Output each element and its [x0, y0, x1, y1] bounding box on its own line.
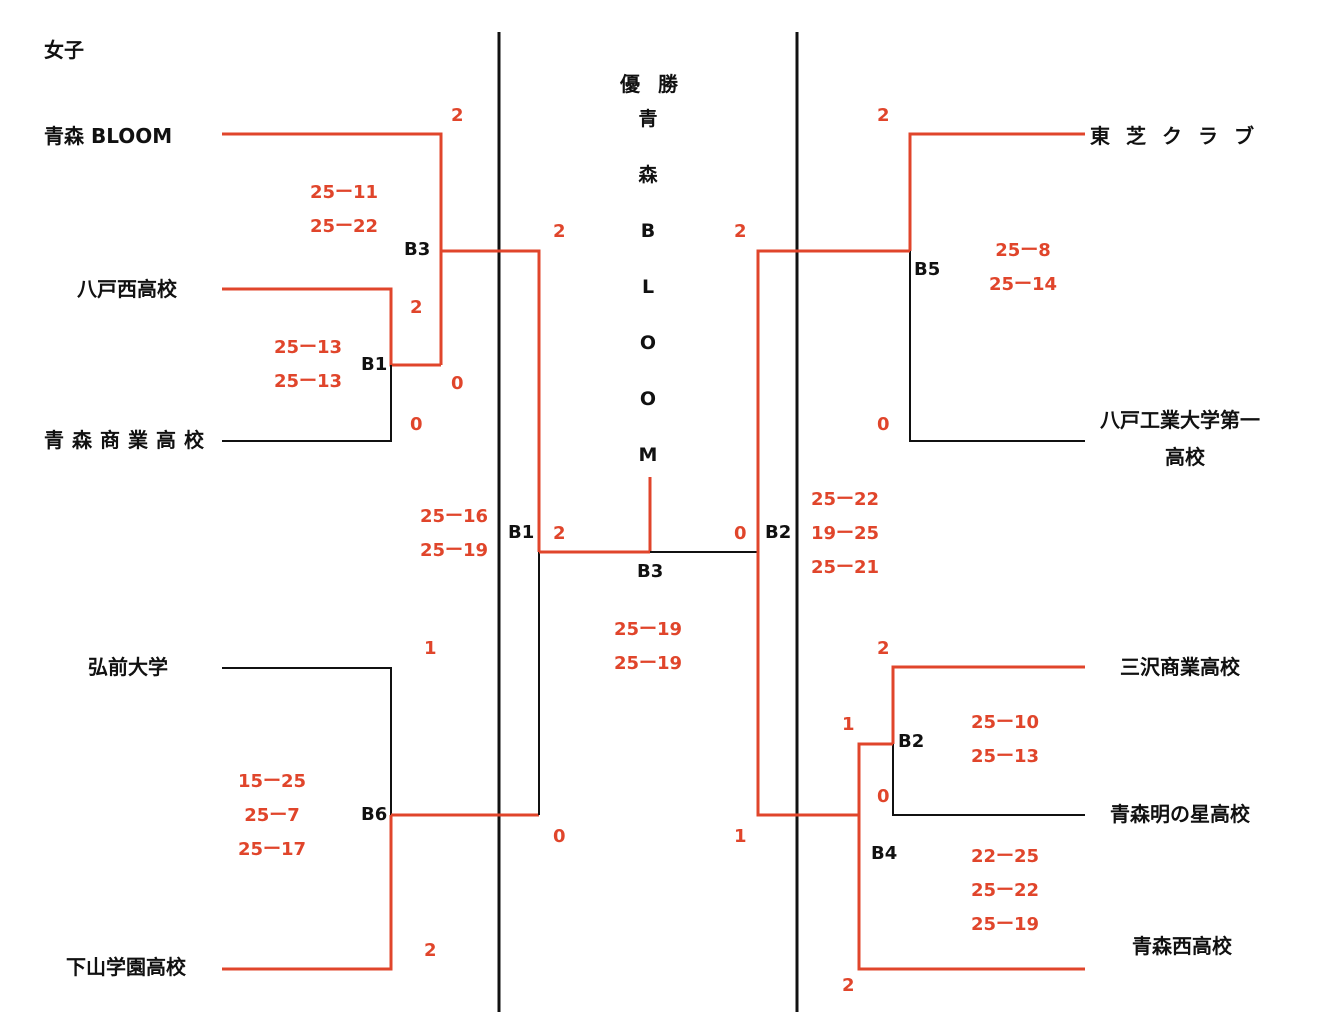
set-wins: 0 [553, 826, 566, 847]
hachinohe-kogyo-path [909, 251, 1085, 442]
set-wins: 2 [410, 297, 423, 318]
team-aomori-bloom: 青森 BLOOM [44, 124, 173, 148]
hachinohe-nishi-path [222, 287, 441, 367]
aomori-nishi-path [857, 815, 1085, 971]
champion-char: M [638, 444, 658, 466]
left-bottom-lines [222, 552, 540, 971]
misawa-path [891, 665, 1085, 744]
set-score: 25ー19 [419, 540, 489, 561]
champion-char: O [639, 332, 657, 354]
team-shimoyama-gakuen: 下山学園高校 [66, 955, 186, 979]
champion-char: B [640, 220, 656, 242]
team-misawa-shogyo: 三沢商業高校 [1120, 655, 1240, 679]
champion-char: L [641, 276, 655, 298]
aomori-shogyo-path [222, 365, 392, 442]
court-label: B1 [361, 354, 388, 375]
set-wins: 1 [842, 714, 855, 735]
final-lines [539, 477, 758, 554]
set-scores-bloom-hachinohe: 25ー11 25ー22 [300, 176, 388, 244]
court-label: B3 [637, 561, 664, 582]
left-top-lines [222, 132, 541, 552]
set-wins: 2 [451, 105, 464, 126]
set-scores-hirosaki-shimoyama: 15ー25 25ー7 25ー17 [228, 765, 316, 867]
set-scores-misawa-myonohoshi: 25ー10 25ー13 [961, 706, 1049, 774]
set-score: 25ー8 [995, 240, 1051, 261]
champion-char: 青 [638, 108, 658, 130]
r-to-sf [756, 552, 859, 817]
b2-winner-path [857, 742, 893, 815]
set-score: 25ー22 [970, 880, 1040, 901]
set-wins: 2 [553, 523, 566, 544]
set-scores-r2-aomori-nishi: 22ー25 25ー22 25ー19 [961, 840, 1049, 942]
team-aomori-myonohoshi: 青森明の星高校 [1110, 802, 1250, 826]
court-label: B2 [898, 731, 925, 752]
team-aomori-nishi: 青森西高校 [1132, 934, 1232, 958]
bloom-to-sf [441, 249, 541, 552]
toshiba-to-sf [756, 249, 910, 552]
set-score: 25ー14 [988, 274, 1058, 295]
court-label: B2 [765, 522, 792, 543]
set-wins: 0 [410, 414, 423, 435]
set-wins: 2 [877, 638, 890, 659]
set-wins: 2 [734, 221, 747, 242]
set-score: 25ー11 [309, 182, 379, 203]
set-score: 25ー19 [613, 653, 683, 674]
champion-char: O [639, 388, 657, 410]
shimoyama-path [222, 815, 393, 971]
page-title: 女子 [44, 38, 84, 62]
bloom-path [222, 132, 443, 251]
champion-name: 青 森 B L O O M [628, 110, 668, 502]
set-score: 25ー10 [970, 712, 1040, 733]
champion-char: 森 [638, 164, 658, 186]
set-wins: 2 [877, 105, 890, 126]
team-hachinohe-kogyo-line2: 高校 [1165, 445, 1205, 469]
right-top-lines [756, 132, 1085, 552]
set-score: 25ー17 [237, 839, 307, 860]
set-scores-sf-right: 25ー22 19ー25 25ー21 [801, 483, 889, 585]
set-wins: 2 [553, 221, 566, 242]
set-score: 25ー16 [419, 506, 489, 527]
court-label: B1 [508, 522, 535, 543]
team-aomori-shogyo: 青森商業高校 [44, 428, 212, 452]
set-wins: 2 [842, 975, 855, 996]
court-label: B4 [871, 843, 898, 864]
court-label: B5 [914, 259, 941, 280]
set-scores-final: 25ー19 25ー19 [604, 613, 692, 681]
set-score: 25ー21 [810, 557, 880, 578]
set-scores-sf-left: 25ー16 25ー19 [410, 500, 498, 568]
set-score: 25ー13 [273, 337, 343, 358]
set-wins: 0 [734, 523, 747, 544]
set-wins: 0 [451, 373, 464, 394]
hirosaki-path [222, 667, 392, 815]
right-bottom-lines [756, 552, 1085, 971]
set-score: 25ー22 [309, 216, 379, 237]
set-score: 25ー13 [273, 371, 343, 392]
set-score: 19ー25 [810, 523, 880, 544]
set-wins: 2 [424, 940, 437, 961]
team-hachinohe-kogyo-line1: 八戸工業大学第一 [1100, 408, 1260, 432]
set-wins: 0 [877, 414, 890, 435]
set-score: 15ー25 [237, 771, 307, 792]
set-score: 25ー13 [970, 746, 1040, 767]
set-wins: 0 [877, 786, 890, 807]
team-hachinohe-nishi: 八戸西高校 [77, 277, 177, 301]
team-toshiba-club: 東芝クラブ [1090, 124, 1270, 148]
set-score: 25ー19 [613, 619, 683, 640]
set-scores-toshiba-hachinohe-kogyo: 25ー8 25ー14 [979, 234, 1067, 302]
champion-heading: 優勝 [620, 72, 696, 96]
set-wins: 1 [424, 638, 437, 659]
set-score: 25ー19 [970, 914, 1040, 935]
set-score: 25ー22 [810, 489, 880, 510]
team-hirosaki-univ: 弘前大学 [88, 655, 168, 679]
toshiba-path [908, 132, 1085, 251]
myonohoshi-path [892, 744, 1085, 816]
court-label: B6 [361, 804, 388, 825]
set-score: 22ー25 [970, 846, 1040, 867]
court-label: B3 [404, 239, 431, 260]
set-wins: 1 [734, 826, 747, 847]
set-scores-hachinohe-shogyo: 25ー13 25ー13 [264, 331, 352, 399]
set-score: 25ー7 [244, 805, 300, 826]
